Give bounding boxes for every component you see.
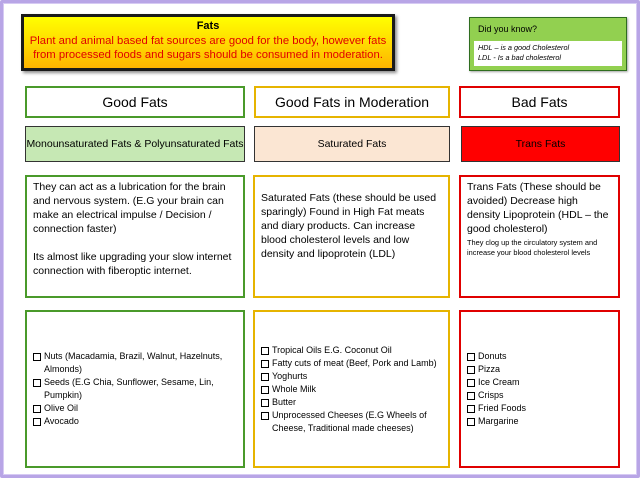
did-you-know-box: Did you know? HDL – is a good Cholestero… (469, 17, 627, 71)
did-you-know-line: HDL – is a good Cholesterol (478, 43, 570, 52)
list-item: Ice Cream (467, 376, 614, 389)
list-item: Fried Foods (467, 402, 614, 415)
moderation-fats-list: Tropical Oils E.G. Coconut Oil Fatty cut… (253, 310, 450, 468)
list-item: Unprocessed Cheeses (E.G Wheels of Chees… (261, 409, 444, 435)
bad-fats-description: Trans Fats (These should be avoided) Dec… (459, 175, 620, 298)
moderation-fats-desc: Saturated Fats (these should be used spa… (261, 192, 437, 260)
bad-fats-desc: Trans Fats (These should be avoided) Dec… (467, 181, 609, 235)
title-box: Fats Plant and animal based fat sources … (21, 14, 395, 71)
list-item: Fatty cuts of meat (Beef, Pork and Lamb) (261, 357, 444, 370)
list-item: Nuts (Macadamia, Brazil, Walnut, Hazelnu… (33, 350, 239, 376)
good-fats-description: They can act as a lubrication for the br… (25, 175, 245, 298)
moderation-fats-header: Good Fats in Moderation (254, 86, 450, 118)
list-item: Donuts (467, 350, 614, 363)
list-item: Margarine (467, 415, 614, 428)
list-item: Yoghurts (261, 370, 444, 383)
bad-fats-subheader: Trans Fats (461, 126, 620, 162)
good-fats-header: Good Fats (25, 86, 245, 118)
good-fats-desc-1: They can act as a lubrication for the br… (33, 181, 226, 235)
did-you-know-body: HDL – is a good Cholesterol LDL - Is a b… (474, 41, 622, 66)
did-you-know-line: LDL - Is a bad cholesterol (478, 53, 562, 62)
good-fats-desc-2: Its almost like upgrading your slow inte… (33, 251, 232, 277)
bad-fats-list: Donuts Pizza Ice Cream Crisps Fried Food… (459, 310, 620, 468)
list-item: Butter (261, 396, 444, 409)
moderation-fats-subheader: Saturated Fats (254, 126, 450, 162)
did-you-know-heading: Did you know? (478, 24, 538, 34)
list-item: Pizza (467, 363, 614, 376)
list-item: Olive Oil (33, 402, 239, 415)
good-fats-subheader: Monounsaturated Fats & Polyunsaturated F… (25, 126, 245, 162)
list-item: Tropical Oils E.G. Coconut Oil (261, 344, 444, 357)
title-text: Plant and animal based fat sources are g… (29, 35, 387, 61)
moderation-fats-description: Saturated Fats (these should be used spa… (253, 175, 450, 298)
good-fats-list: Nuts (Macadamia, Brazil, Walnut, Hazelnu… (25, 310, 245, 468)
bad-fats-desc-small: They clog up the circulatory system and … (467, 238, 598, 257)
title-heading: Fats (196, 20, 220, 32)
bad-fats-header: Bad Fats (459, 86, 620, 118)
list-item: Avocado (33, 415, 239, 428)
list-item: Whole Milk (261, 383, 444, 396)
list-item: Seeds (E.G Chia, Sunflower, Sesame, Lin,… (33, 376, 239, 402)
list-item: Crisps (467, 389, 614, 402)
